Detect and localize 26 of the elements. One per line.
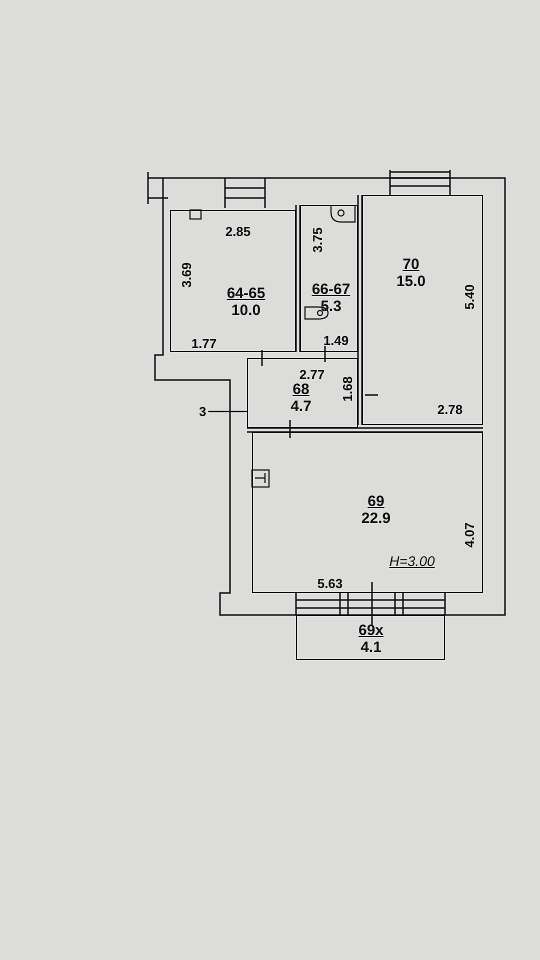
room-label: 69x 4.1	[358, 622, 384, 656]
room-label: 66-67 5.3	[312, 281, 350, 315]
dimension-label: 2.77	[299, 368, 325, 382]
room-label: 64-65 10.0	[226, 285, 266, 319]
dimension-label: 1.49	[323, 334, 349, 348]
leader-line	[208, 410, 247, 412]
room-label: 69 22.9	[361, 493, 391, 527]
dimension-label: 5.63	[317, 577, 343, 591]
dimension-label: 3.69	[180, 262, 194, 288]
dimension-label: 5.40	[463, 284, 477, 310]
room-outline	[362, 195, 483, 425]
room-outline	[170, 210, 296, 352]
room-outline	[252, 432, 483, 593]
dimension-label: 4.07	[463, 522, 477, 548]
dimension-label: 3.75	[311, 227, 325, 253]
room-outline	[300, 205, 358, 352]
ceiling-height-label: H=3.00	[389, 554, 435, 568]
callout-number: 3	[199, 404, 206, 419]
dimension-label: 2.78	[437, 403, 463, 417]
dimension-label: 1.77	[191, 337, 217, 351]
room-label: 70 15.0	[396, 256, 426, 290]
dimension-label: 2.85	[225, 225, 251, 239]
dimension-label: 1.68	[341, 376, 355, 402]
room-outline	[247, 358, 358, 428]
room-label: 68 4.7	[290, 381, 312, 415]
balcony-outline	[296, 615, 445, 660]
